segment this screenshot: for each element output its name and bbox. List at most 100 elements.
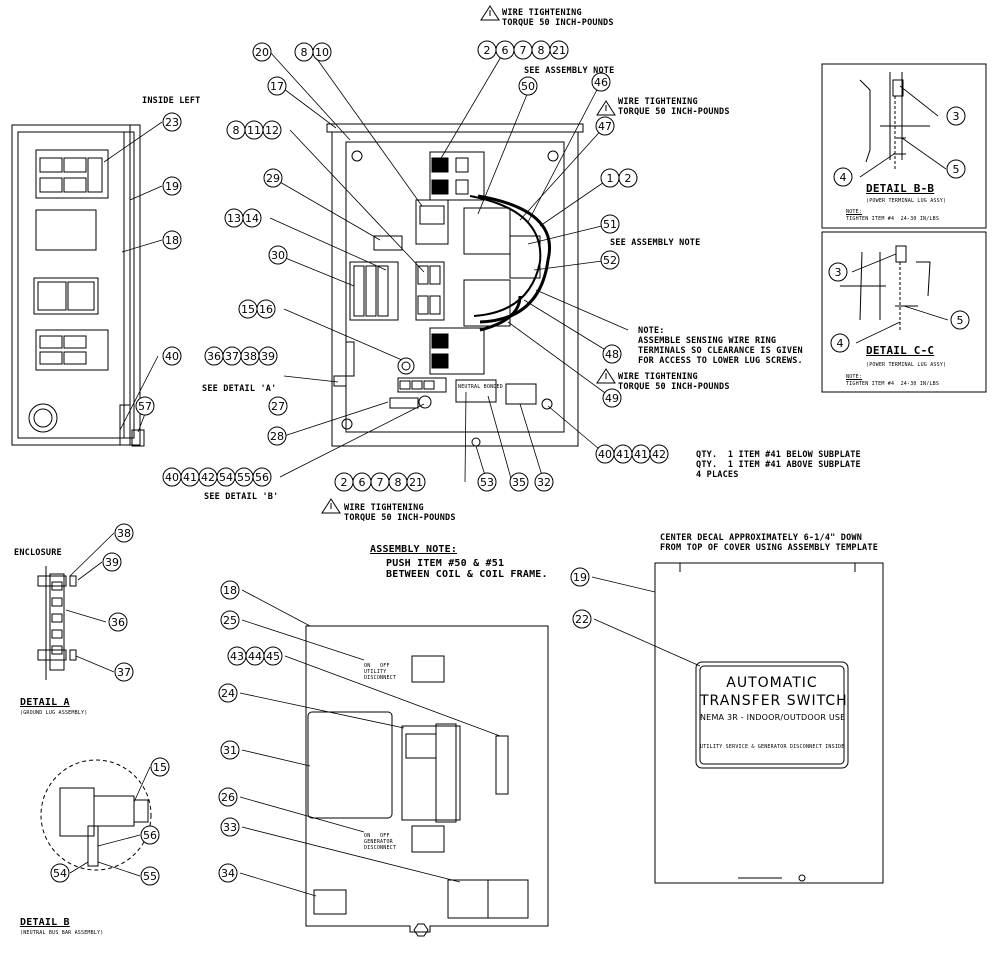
item-balloon-number: 41: [183, 471, 197, 484]
item-balloon-number: 38: [117, 527, 131, 540]
item-balloon: 42: [198, 467, 218, 487]
item-balloon: 37: [222, 346, 242, 366]
item-balloon-number: 3: [835, 266, 842, 279]
item-balloon: 45: [263, 646, 283, 666]
item-balloon-number: 21: [552, 44, 566, 57]
item-balloon: 38: [240, 346, 260, 366]
item-balloon: 6: [352, 472, 372, 492]
item-balloon: 57: [135, 396, 155, 416]
item-balloon-number: 8: [538, 44, 545, 57]
item-balloon: 19: [570, 567, 590, 587]
item-balloon: 49: [602, 388, 622, 408]
item-balloon: 37: [114, 662, 134, 682]
item-balloon: 26: [218, 787, 238, 807]
decal-placement-note: CENTER DECAL APPROXIMATELY 6-1/4" DOWN F…: [660, 533, 879, 553]
item-balloon: 51: [600, 214, 620, 234]
item-balloon-number: 30: [271, 249, 285, 262]
see-assembly-note-top: SEE ASSEMBLY NOTE: [524, 66, 615, 76]
item-balloon: 18: [162, 230, 182, 250]
item-balloon-number: 27: [271, 400, 285, 413]
item-balloon-number: 47: [598, 120, 612, 133]
item-balloon-number: 15: [241, 303, 255, 316]
main-enclosure: [326, 123, 584, 447]
torque-value-bottom: TORQUE 50 INCH-POUNDS: [344, 513, 456, 523]
decal-line-4: UTILITY SERVICE & GENERATOR DISCONNECT I…: [700, 744, 845, 750]
item-balloon-number: 2: [484, 44, 491, 57]
item-balloon-number: 6: [359, 476, 366, 489]
qty-note: QTY. 1 ITEM #41 BELOW SUBPLATE QTY. 1 IT…: [696, 450, 861, 480]
detail-b-subtitle: (NEUTRAL BUS BAR ASSEMBLY): [20, 930, 104, 936]
item-balloon: 15: [150, 757, 170, 777]
item-balloon-number: 57: [138, 400, 152, 413]
item-balloon-number: 51: [603, 218, 617, 231]
cover-panel: [305, 625, 549, 937]
item-balloon: 43: [227, 646, 247, 666]
warning-icon: [596, 368, 616, 384]
item-balloon-number: 5: [953, 163, 960, 176]
item-balloon: 25: [220, 610, 240, 630]
item-balloon-number: 55: [237, 471, 251, 484]
item-balloon-number: 34: [221, 867, 235, 880]
item-balloon: 27: [268, 396, 288, 416]
item-balloon: 41: [180, 467, 200, 487]
sensing-wire-note: NOTE: ASSEMBLE SENSING WIRE RING TERMINA…: [638, 326, 803, 366]
item-balloon: 6: [495, 40, 515, 60]
detail-a-subtitle: (GROUND LUG ASSEMBLY): [20, 710, 88, 716]
detail-cc-subtitle: (POWER TERMINAL LUG ASSY): [866, 362, 947, 368]
torque-heading-bottom: WIRE TIGHTENING: [344, 503, 424, 513]
item-balloon: 11: [244, 120, 264, 140]
item-balloon-number: 2: [625, 172, 632, 185]
item-balloon: 20: [252, 42, 272, 62]
assembly-note-body: PUSH ITEM #50 & #51 BETWEEN COIL & COIL …: [386, 558, 548, 580]
item-balloon: 18: [220, 580, 240, 600]
item-balloon-number: 19: [165, 180, 179, 193]
torque-value-right: TORQUE 50 INCH-POUNDS: [618, 107, 730, 117]
item-balloon-number: 40: [165, 350, 179, 363]
generator-disconnect-label: ON OFF GENERATOR DISCONNECT: [364, 833, 397, 851]
item-balloon-number: 23: [165, 116, 179, 129]
item-balloon: 41: [613, 444, 633, 464]
item-balloon: 14: [242, 208, 262, 228]
item-balloon: 23: [162, 112, 182, 132]
item-balloon: 40: [162, 467, 182, 487]
torque-heading-lower: WIRE TIGHTENING: [618, 372, 698, 382]
item-balloon-number: 33: [223, 821, 237, 834]
detail-cc-note-label: NOTE:: [846, 374, 863, 380]
detail-bb-box: [821, 63, 987, 229]
detail-bb-tighten-note: TIGHTEN ITEM #4 24-30 IN/LBS: [846, 216, 940, 222]
item-balloon: 40: [595, 444, 615, 464]
outer-cover: [654, 562, 884, 884]
item-balloon-number: 25: [223, 614, 237, 627]
item-balloon-number: 10: [315, 46, 329, 59]
item-balloon-number: 4: [840, 171, 847, 184]
decal-line-3: NEMA 3R - INDOOR/OUTDOOR USE: [700, 713, 846, 722]
see-assembly-note-right: SEE ASSEMBLY NOTE: [610, 238, 701, 248]
item-balloon-number: 49: [605, 392, 619, 405]
item-balloon-number: 43: [230, 650, 244, 663]
item-balloon: 2: [477, 40, 497, 60]
item-balloon: 34: [218, 863, 238, 883]
item-balloon: 8: [531, 40, 551, 60]
see-detail-b: SEE DETAIL 'B': [204, 492, 279, 502]
warning-icon: [321, 498, 341, 514]
detail-b: [40, 759, 152, 871]
item-balloon: 8: [388, 472, 408, 492]
item-balloon: 30: [268, 245, 288, 265]
detail-bb-note-label: NOTE:: [846, 209, 863, 215]
item-balloon-number: 18: [165, 234, 179, 247]
item-balloon: 39: [258, 346, 278, 366]
item-balloon: 21: [406, 472, 426, 492]
see-detail-a: SEE DETAIL 'A': [202, 384, 277, 394]
item-balloon-number: 8: [233, 124, 240, 137]
item-balloon: 54: [50, 863, 70, 883]
item-balloon-number: 36: [207, 350, 221, 363]
item-balloon-number: 2: [341, 476, 348, 489]
item-balloon-number: 45: [266, 650, 280, 663]
item-balloon-number: 5: [957, 314, 964, 327]
item-balloon: 13: [224, 208, 244, 228]
item-balloon-number: 46: [594, 76, 608, 89]
item-balloon: 24: [218, 683, 238, 703]
item-balloon-number: 16: [259, 303, 273, 316]
